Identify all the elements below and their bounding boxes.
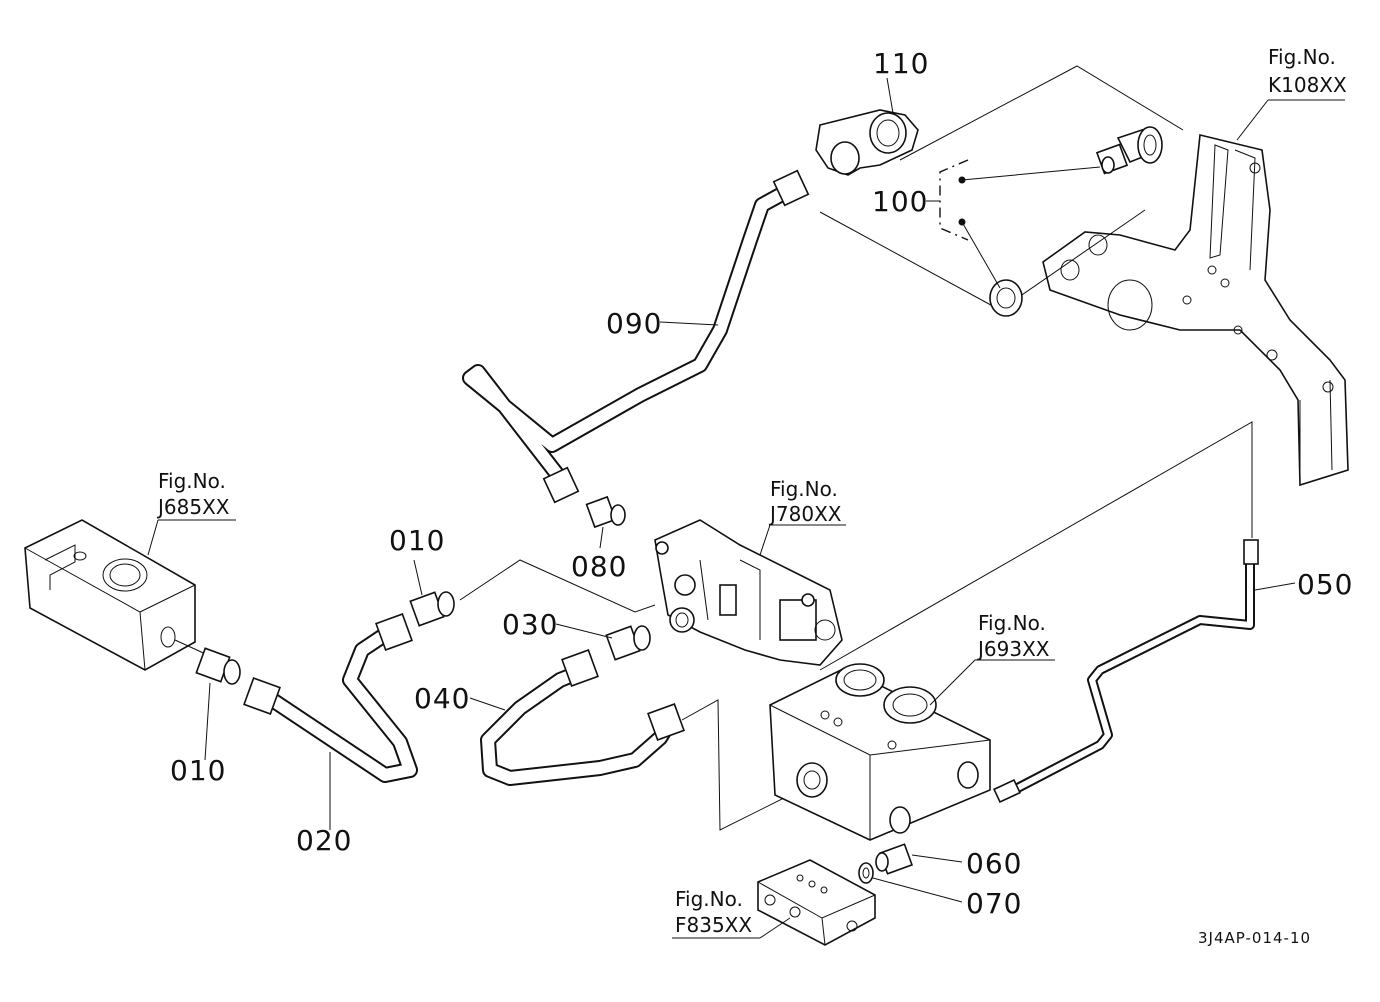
fig-j685-code: J685XX: [156, 495, 230, 519]
part-080-fitting: [585, 495, 626, 529]
part-110-clamp: [815, 109, 919, 176]
label-050: 050: [1297, 568, 1353, 601]
label-040: 040: [414, 682, 470, 715]
label-070: 070: [966, 887, 1022, 920]
valve-j780: [654, 519, 843, 666]
label-080: 080: [571, 550, 627, 583]
tube-090: [462, 169, 810, 504]
part-030-fitting: [605, 625, 651, 661]
fig-k108-code: K108XX: [1268, 73, 1347, 97]
fig-j685-title: Fig.No.: [158, 469, 226, 493]
label-060: 060: [966, 847, 1022, 880]
manifold-j693: [769, 663, 991, 841]
tube-040: [480, 649, 685, 786]
part-100-adaptor: [1095, 126, 1163, 175]
fig-j780-code: J780XX: [768, 502, 842, 526]
fig-j693-title: Fig.No.: [978, 611, 1046, 635]
label-100: 100: [872, 185, 928, 218]
fig-j693-code: J693XX: [976, 637, 1050, 661]
label-020: 020: [296, 824, 352, 857]
part-060-plug: [875, 843, 914, 875]
block-f835: [757, 859, 876, 946]
bracket-k108: [1042, 134, 1349, 487]
part-010-upper-fitting: [409, 591, 455, 627]
label-010-lower: 010: [170, 754, 226, 787]
fig-k108-title: Fig.No.: [1268, 45, 1336, 69]
fig-f835-code: F835XX: [675, 913, 752, 937]
fig-f835-title: Fig.No.: [675, 887, 743, 911]
label-110: 110: [873, 47, 929, 80]
label-010-upper: 010: [389, 524, 445, 557]
fig-j780-title: Fig.No.: [770, 477, 838, 501]
drawing-code: 3J4AP-014-10: [1198, 929, 1311, 947]
tube-020: [243, 613, 418, 783]
part-100-seal: [989, 279, 1023, 317]
pipe-050: [993, 539, 1259, 804]
part-070-oring: [858, 862, 874, 884]
block-j685: [24, 519, 196, 671]
label-030: 030: [502, 608, 558, 641]
label-090: 090: [606, 307, 662, 340]
part-010-left-fitting: [174, 639, 241, 685]
